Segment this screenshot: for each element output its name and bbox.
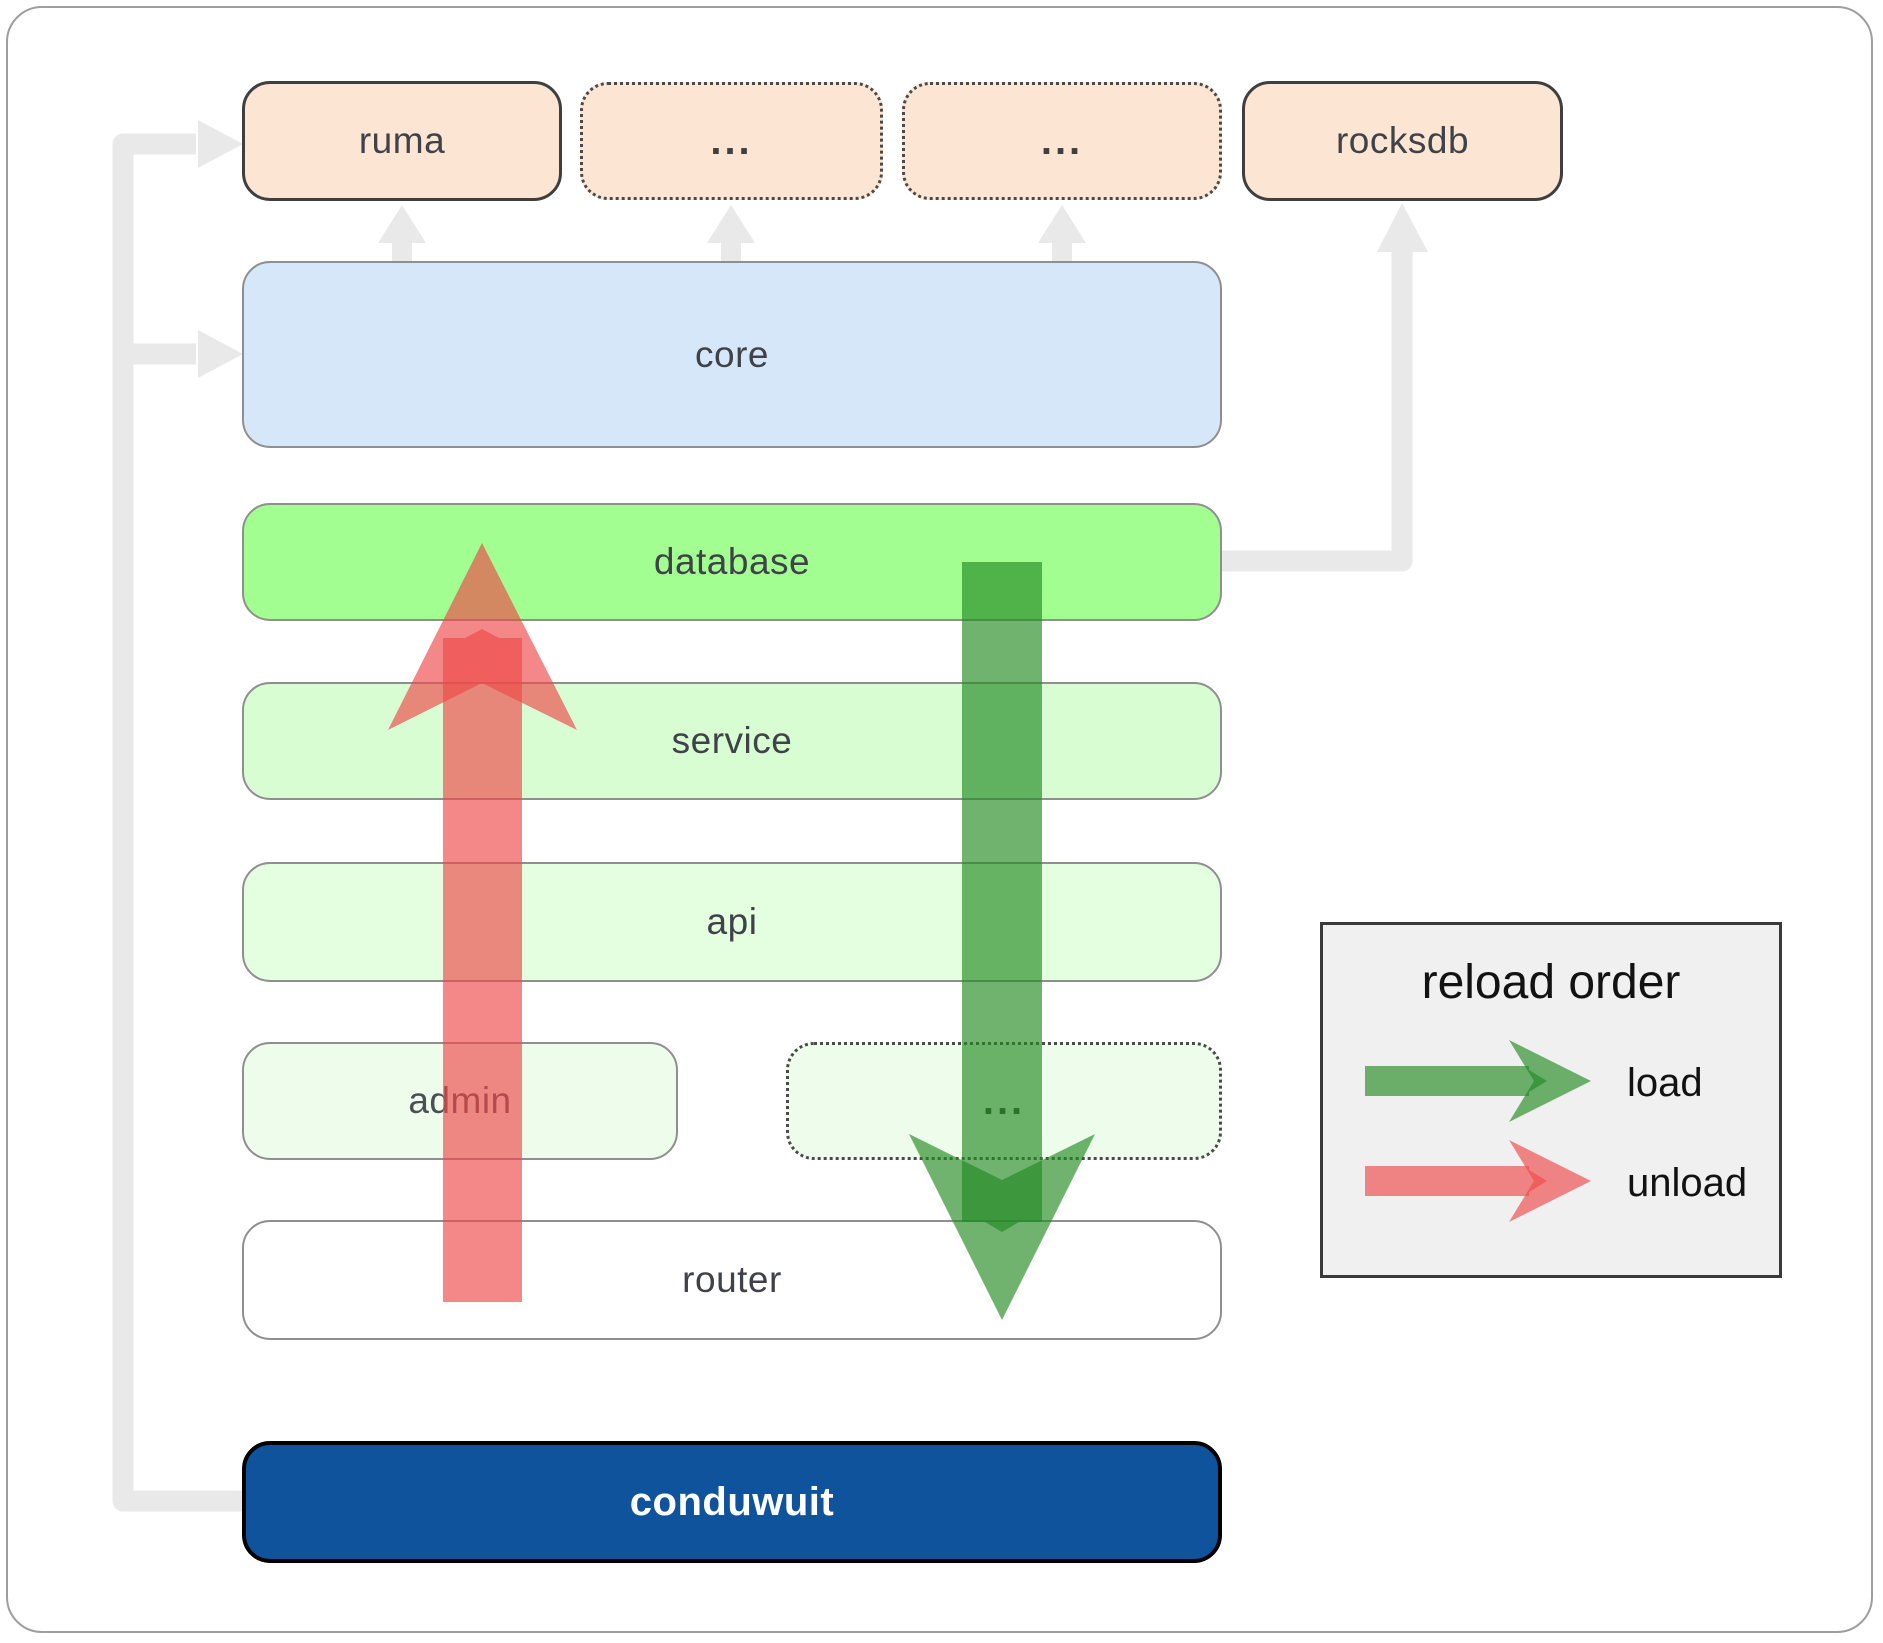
load-arrow-head-icon <box>1509 1040 1591 1122</box>
box-admin-row-ellipsis: ... <box>786 1042 1222 1160</box>
box-router: router <box>242 1220 1222 1340</box>
box-ruma: ruma <box>242 81 562 201</box>
load-arrow-icon <box>1365 1040 1591 1122</box>
box-database: database <box>242 503 1222 621</box>
box-service: service <box>242 682 1222 800</box>
ellipsis-label: ... <box>982 1078 1026 1123</box>
box-rocksdb-label: rocksdb <box>1335 120 1470 161</box>
ellipsis-label: ... <box>710 118 753 163</box>
unload-arrow-icon <box>1365 1140 1591 1222</box>
box-api: api <box>242 862 1222 982</box>
box-conduwuit: conduwuit <box>242 1441 1222 1563</box>
load-arrow-shaft-icon <box>1365 1066 1547 1096</box>
unload-arrow-shaft-icon <box>1365 1166 1547 1196</box>
box-core-label: core <box>695 333 769 375</box>
ellipsis-label: ... <box>1040 118 1084 163</box>
box-ruma-label: ruma <box>358 120 446 161</box>
box-rocksdb: rocksdb <box>1242 81 1563 201</box>
box-core: core <box>242 261 1222 448</box>
box-conduwuit-label: conduwuit <box>629 1479 835 1524</box>
box-service-label: service <box>671 720 793 761</box>
diagram-frame <box>6 6 1873 1633</box>
unload-arrow-head-icon <box>1509 1140 1591 1222</box>
box-top-ellipsis-1: ... <box>580 82 883 200</box>
legend-label-load: load <box>1627 1060 1703 1105</box>
box-router-label: router <box>682 1259 782 1300</box>
legend-label-unload: unload <box>1627 1160 1748 1205</box>
box-api-label: api <box>706 901 758 942</box>
box-database-label: database <box>653 541 811 582</box>
box-admin: admin <box>242 1042 678 1160</box>
legend-reload-order: reload order load unload <box>1320 922 1782 1278</box>
box-admin-label: admin <box>408 1080 512 1121</box>
legend-title: reload order <box>1421 956 1681 1009</box>
box-top-ellipsis-2: ... <box>902 82 1222 200</box>
